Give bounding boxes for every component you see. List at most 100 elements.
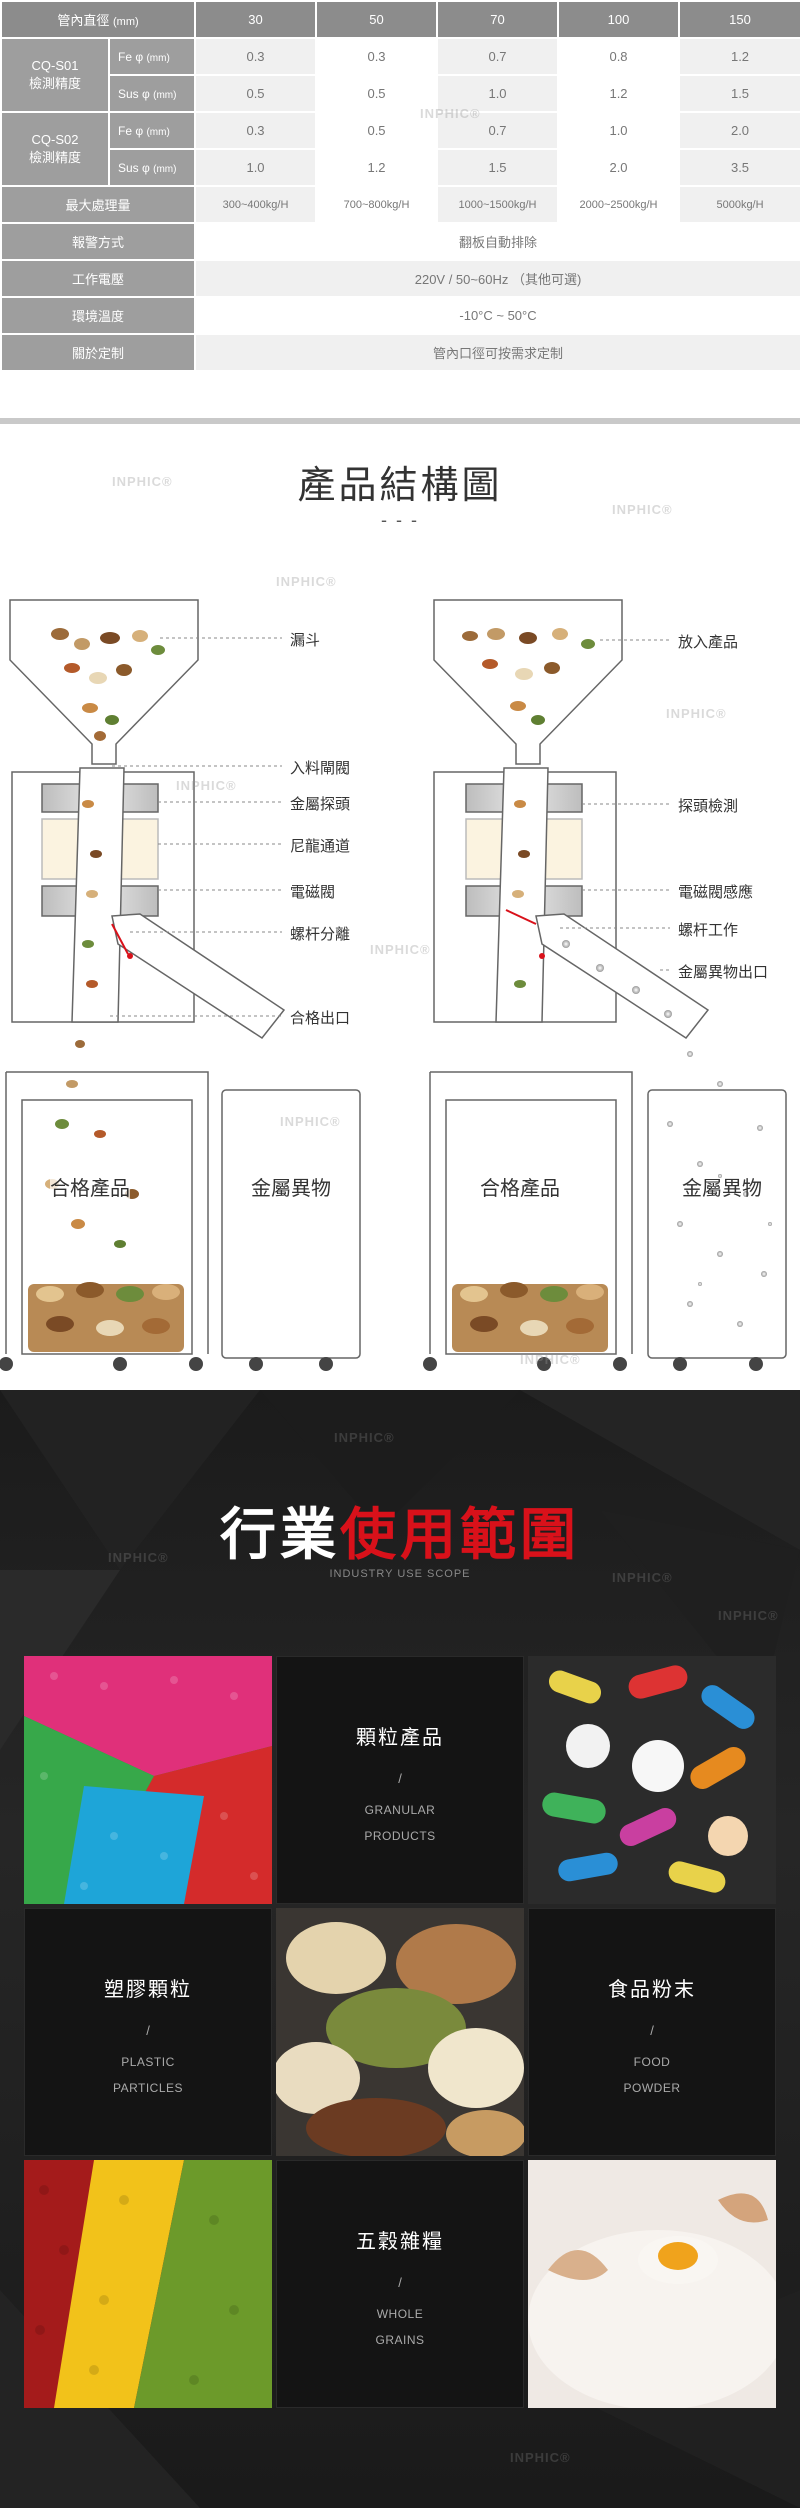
category-title: 顆粒產品 bbox=[356, 1727, 444, 1749]
label-probe-detect: 探頭檢測 bbox=[678, 798, 739, 815]
beans-image bbox=[24, 2160, 272, 2408]
product-granules-left bbox=[28, 628, 184, 1352]
watermark: INPHIC® bbox=[108, 1550, 169, 1565]
table-row: Sus φ (mm) 1.0 1.2 1.5 2.0 3.5 bbox=[1, 148, 800, 187]
flour-egg-photo bbox=[528, 2160, 776, 2408]
value-cell: 0.3 bbox=[315, 37, 439, 76]
model-name: CQ-S02 bbox=[31, 132, 79, 147]
category-en-line1: FOOD bbox=[633, 2055, 671, 2069]
bin-label-qualified: 合格產品 bbox=[50, 1172, 130, 1201]
metal-name: Sus φ bbox=[118, 86, 150, 101]
table-row-header: 管內直徑 (mm) 30 50 70 100 150 bbox=[0, 0, 800, 39]
size-cell: 30 bbox=[194, 0, 318, 39]
leader-lines-left bbox=[110, 637, 282, 1017]
value-cell: 1.2 bbox=[557, 74, 681, 113]
value-cell: 1.0 bbox=[557, 111, 681, 150]
value-cell: 1.0 bbox=[194, 148, 318, 187]
table-row-merged: 關於定制 管內口徑可按需求定制 bbox=[0, 333, 800, 372]
flour-image bbox=[528, 2160, 776, 2408]
capacity-cell: 1000~1500kg/H bbox=[436, 185, 560, 224]
row-label: 報警方式 bbox=[0, 222, 197, 261]
nuts-image bbox=[276, 1908, 524, 2156]
plastic-pellets-image bbox=[24, 1656, 272, 1904]
size-cell: 150 bbox=[678, 0, 800, 39]
machine-left bbox=[5, 599, 361, 1359]
hopper-shape bbox=[9, 599, 199, 765]
header-label-cell: 管內直徑 (mm) bbox=[0, 0, 197, 39]
capacity-cell: 300~400kg/H bbox=[194, 185, 318, 224]
value-cell: 2.0 bbox=[678, 111, 800, 150]
category-en-line2: GRAINS bbox=[375, 2333, 425, 2347]
nuts-seeds-photo bbox=[276, 1908, 524, 2156]
category-title: 五穀雜糧 bbox=[356, 2231, 444, 2253]
pills-image bbox=[528, 1656, 776, 1904]
metal-unit: (mm) bbox=[153, 89, 177, 101]
category-en-line1: GRANULAR bbox=[364, 1803, 436, 1817]
value-cell: 3.5 bbox=[678, 148, 800, 187]
pills-capsules-photo bbox=[528, 1656, 776, 1904]
merged-value: 翻板自動排除 bbox=[194, 222, 800, 261]
value-cell: 1.5 bbox=[436, 148, 560, 187]
colored-beans-photo bbox=[24, 2160, 272, 2408]
category-card-plastic: 塑膠顆粒 / PLASTIC PARTICLES bbox=[24, 1908, 272, 2156]
reject-chute bbox=[111, 913, 286, 1040]
watermark: INPHIC® bbox=[370, 942, 431, 957]
size-cell: 50 bbox=[315, 0, 439, 39]
value-cell: 0.3 bbox=[194, 37, 318, 76]
category-card-granular: 顆粒產品 / GRANULAR PRODUCTS bbox=[276, 1656, 524, 1904]
metal-name: Fe φ bbox=[118, 49, 144, 64]
metal-unit: (mm) bbox=[146, 126, 170, 138]
bin-label-qualified: 合格產品 bbox=[480, 1178, 560, 1200]
value-cell: 0.7 bbox=[436, 111, 560, 150]
label-metal-outlet: 金屬異物出口 bbox=[678, 964, 769, 981]
watermark: INPHIC® bbox=[176, 778, 237, 793]
value-cell: 0.7 bbox=[436, 37, 560, 76]
metal-particles bbox=[562, 940, 772, 1327]
screw-gate-pivot bbox=[539, 953, 545, 959]
metal-cell: Sus φ (mm) bbox=[107, 148, 197, 187]
metal-unit: (mm) bbox=[153, 163, 177, 175]
category-card-food-powder: 食品粉末 / FOOD POWDER bbox=[528, 1908, 776, 2156]
value-cell: 2.0 bbox=[557, 148, 681, 187]
model-label: 檢測精度 bbox=[28, 150, 81, 165]
label-hopper: 漏斗 bbox=[290, 632, 321, 649]
metal-cell: Sus φ (mm) bbox=[107, 74, 197, 113]
label-screw-work: 螺杆工作 bbox=[678, 922, 739, 939]
bin-label-foreign: 金屬異物 bbox=[251, 1178, 331, 1200]
watermark: INPHIC® bbox=[718, 1608, 779, 1623]
bin-wheels bbox=[0, 1357, 333, 1371]
category-title: 塑膠顆粒 bbox=[104, 1979, 192, 2001]
merged-value: 管內口徑可按需求定制 bbox=[194, 333, 800, 372]
row-label: 工作電壓 bbox=[0, 259, 197, 298]
table-row-merged: 工作電壓 220V / 50~60Hz （其他可選) bbox=[0, 259, 800, 298]
model-label: 檢測精度 bbox=[28, 76, 81, 91]
header-unit: (mm) bbox=[113, 16, 139, 28]
watermark: INPHIC® bbox=[112, 474, 173, 489]
table-row: Sus φ (mm) 0.5 0.5 1.0 1.2 1.5 bbox=[1, 74, 800, 113]
label-metal-probe: 金屬探頭 bbox=[290, 796, 351, 813]
category-en-line1: PLASTIC bbox=[121, 2055, 175, 2069]
title-white-part: 行業 bbox=[220, 1503, 340, 1566]
watermark: INPHIC® bbox=[334, 1430, 395, 1445]
table-row-merged: 報警方式 翻板自動排除 bbox=[0, 222, 800, 261]
screw-gate-pivot bbox=[127, 953, 133, 959]
capacity-cell: 2000~2500kg/H bbox=[557, 185, 681, 224]
metal-cell: Fe φ (mm) bbox=[107, 111, 197, 150]
watermark: INPHIC® bbox=[520, 1352, 581, 1367]
category-en-line2: PRODUCTS bbox=[364, 1829, 436, 1843]
label-put-product: 放入產品 bbox=[678, 634, 739, 651]
table-row-merged: 環境溫度 -10°C ~ 50°C bbox=[0, 296, 800, 335]
bin-frame-qualified bbox=[5, 1071, 209, 1355]
label-nylon-channel: 尼龍通道 bbox=[290, 838, 351, 855]
inner-tube bbox=[71, 767, 125, 1023]
industry-title: 行業使用範圍 bbox=[0, 1490, 800, 1571]
category-title: 食品粉末 bbox=[608, 1979, 696, 2001]
screw-gate-line bbox=[111, 923, 129, 955]
label-valve-sense: 電磁閥感應 bbox=[678, 884, 754, 901]
table-row-capacity: 最大處理量 300~400kg/H 700~800kg/H 1000~1500k… bbox=[0, 185, 800, 224]
capacity-label: 最大處理量 bbox=[0, 185, 197, 224]
category-en-line2: PARTICLES bbox=[112, 2081, 184, 2095]
